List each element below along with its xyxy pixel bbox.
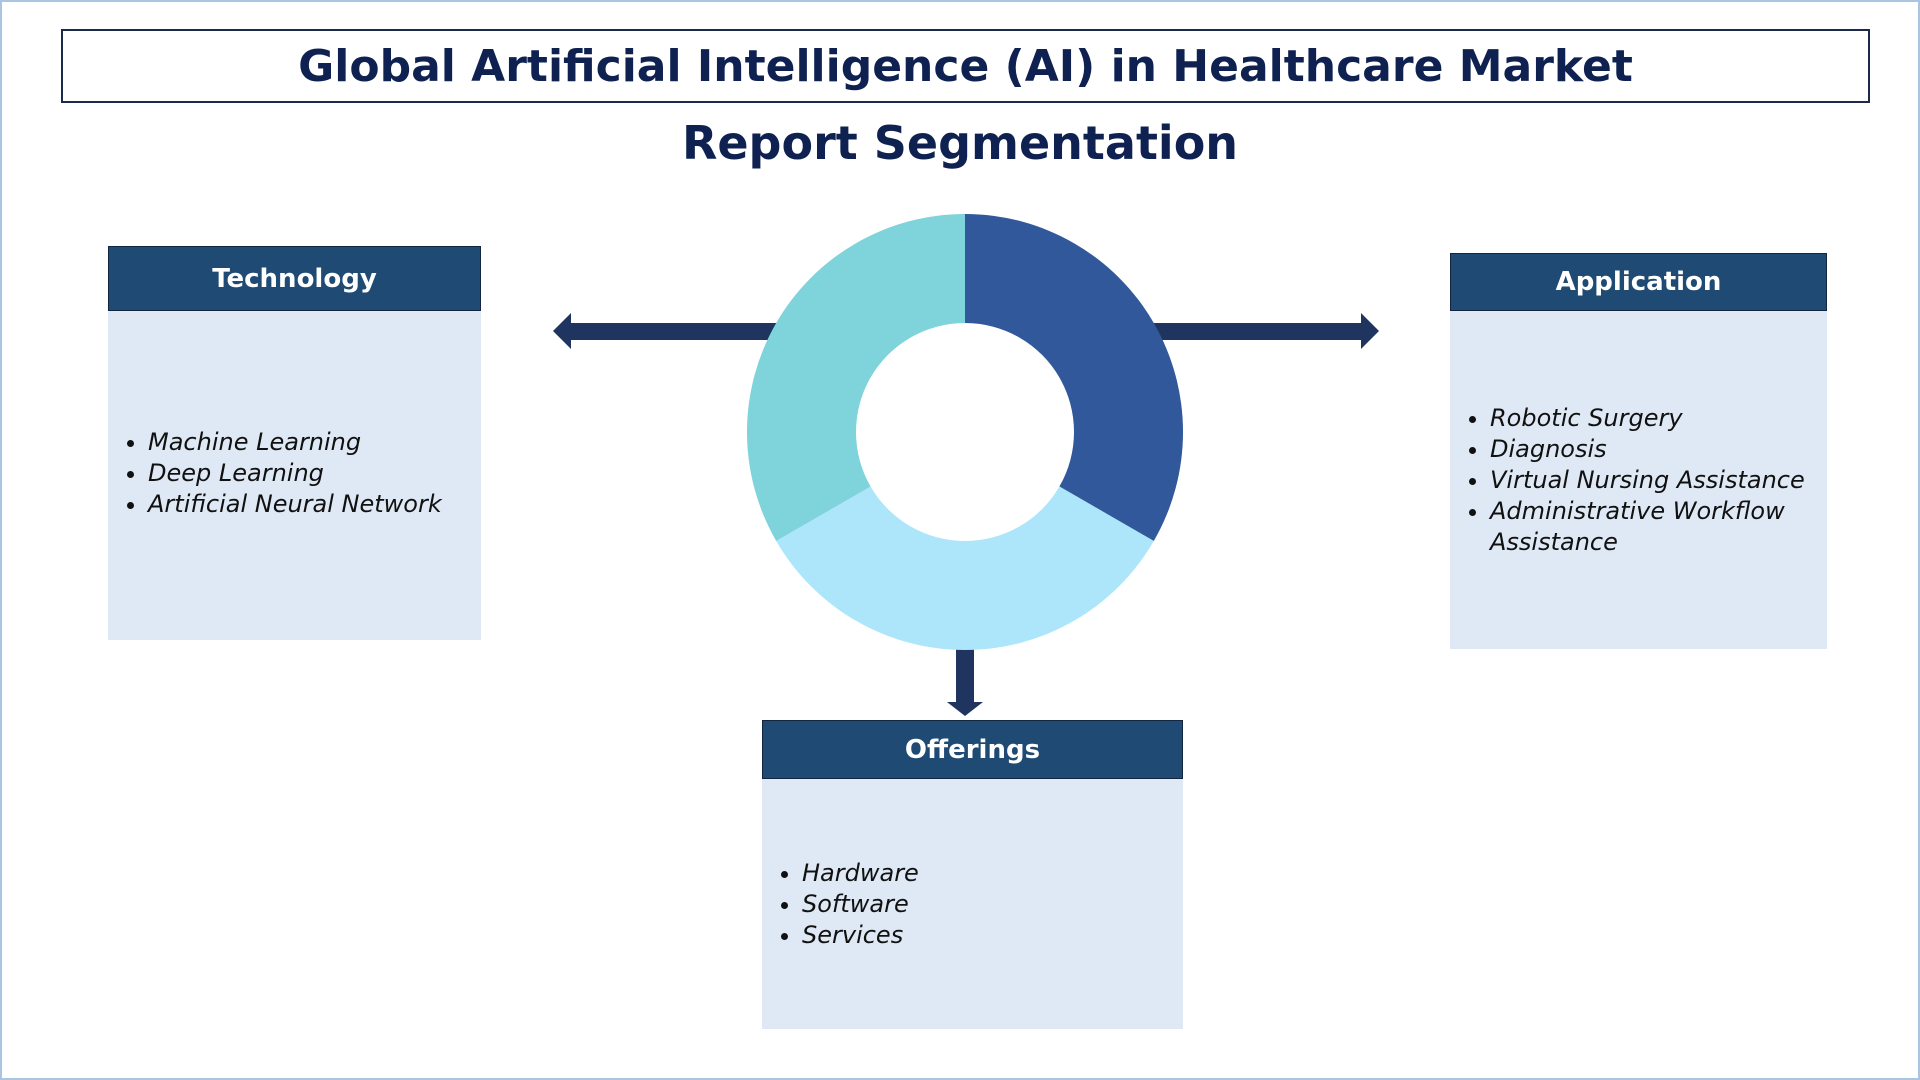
offerings-header: Offerings: [762, 720, 1183, 779]
list-item: Robotic Surgery: [1490, 403, 1820, 434]
donut-segment-dark: [965, 214, 1184, 541]
list-item: Services: [802, 920, 919, 951]
page-subtitle: Report Segmentation: [681, 116, 1239, 170]
technology-card: Technology Machine Learning Deep Learnin…: [108, 246, 481, 640]
right-arrow-shaft: [1150, 323, 1365, 340]
list-item: Machine Learning: [148, 427, 442, 458]
right-arrow-head: [1361, 313, 1379, 349]
donut-segment-teal: [746, 213, 965, 541]
application-card: Application Robotic Surgery Diagnosis Vi…: [1450, 253, 1827, 649]
application-list: Robotic Surgery Diagnosis Virtual Nursin…: [1450, 403, 1820, 558]
technology-header: Technology: [108, 246, 481, 311]
list-item: Hardware: [802, 858, 919, 889]
title-box: Global Artificial Intelligence (AI) in H…: [61, 29, 1870, 103]
list-item: Software: [802, 889, 919, 920]
application-header: Application: [1450, 253, 1827, 311]
list-item: Administrative Workflow Assistance: [1490, 496, 1820, 558]
list-item: Artificial Neural Network: [148, 489, 442, 520]
offerings-card: Offerings Hardware Software Services: [762, 720, 1183, 1029]
left-arrow-head: [553, 313, 571, 349]
offerings-list: Hardware Software Services: [762, 858, 919, 951]
left-arrow-shaft: [565, 323, 780, 340]
list-item: Diagnosis: [1490, 434, 1820, 465]
list-item: Virtual Nursing Assistance: [1490, 465, 1820, 496]
down-arrow-head: [947, 702, 983, 716]
down-arrow-shaft: [956, 648, 974, 703]
donut-segment-light: [776, 486, 1154, 651]
page-title: Global Artificial Intelligence (AI) in H…: [298, 40, 1633, 92]
list-item: Deep Learning: [148, 458, 442, 489]
technology-list: Machine Learning Deep Learning Artificia…: [108, 427, 442, 520]
